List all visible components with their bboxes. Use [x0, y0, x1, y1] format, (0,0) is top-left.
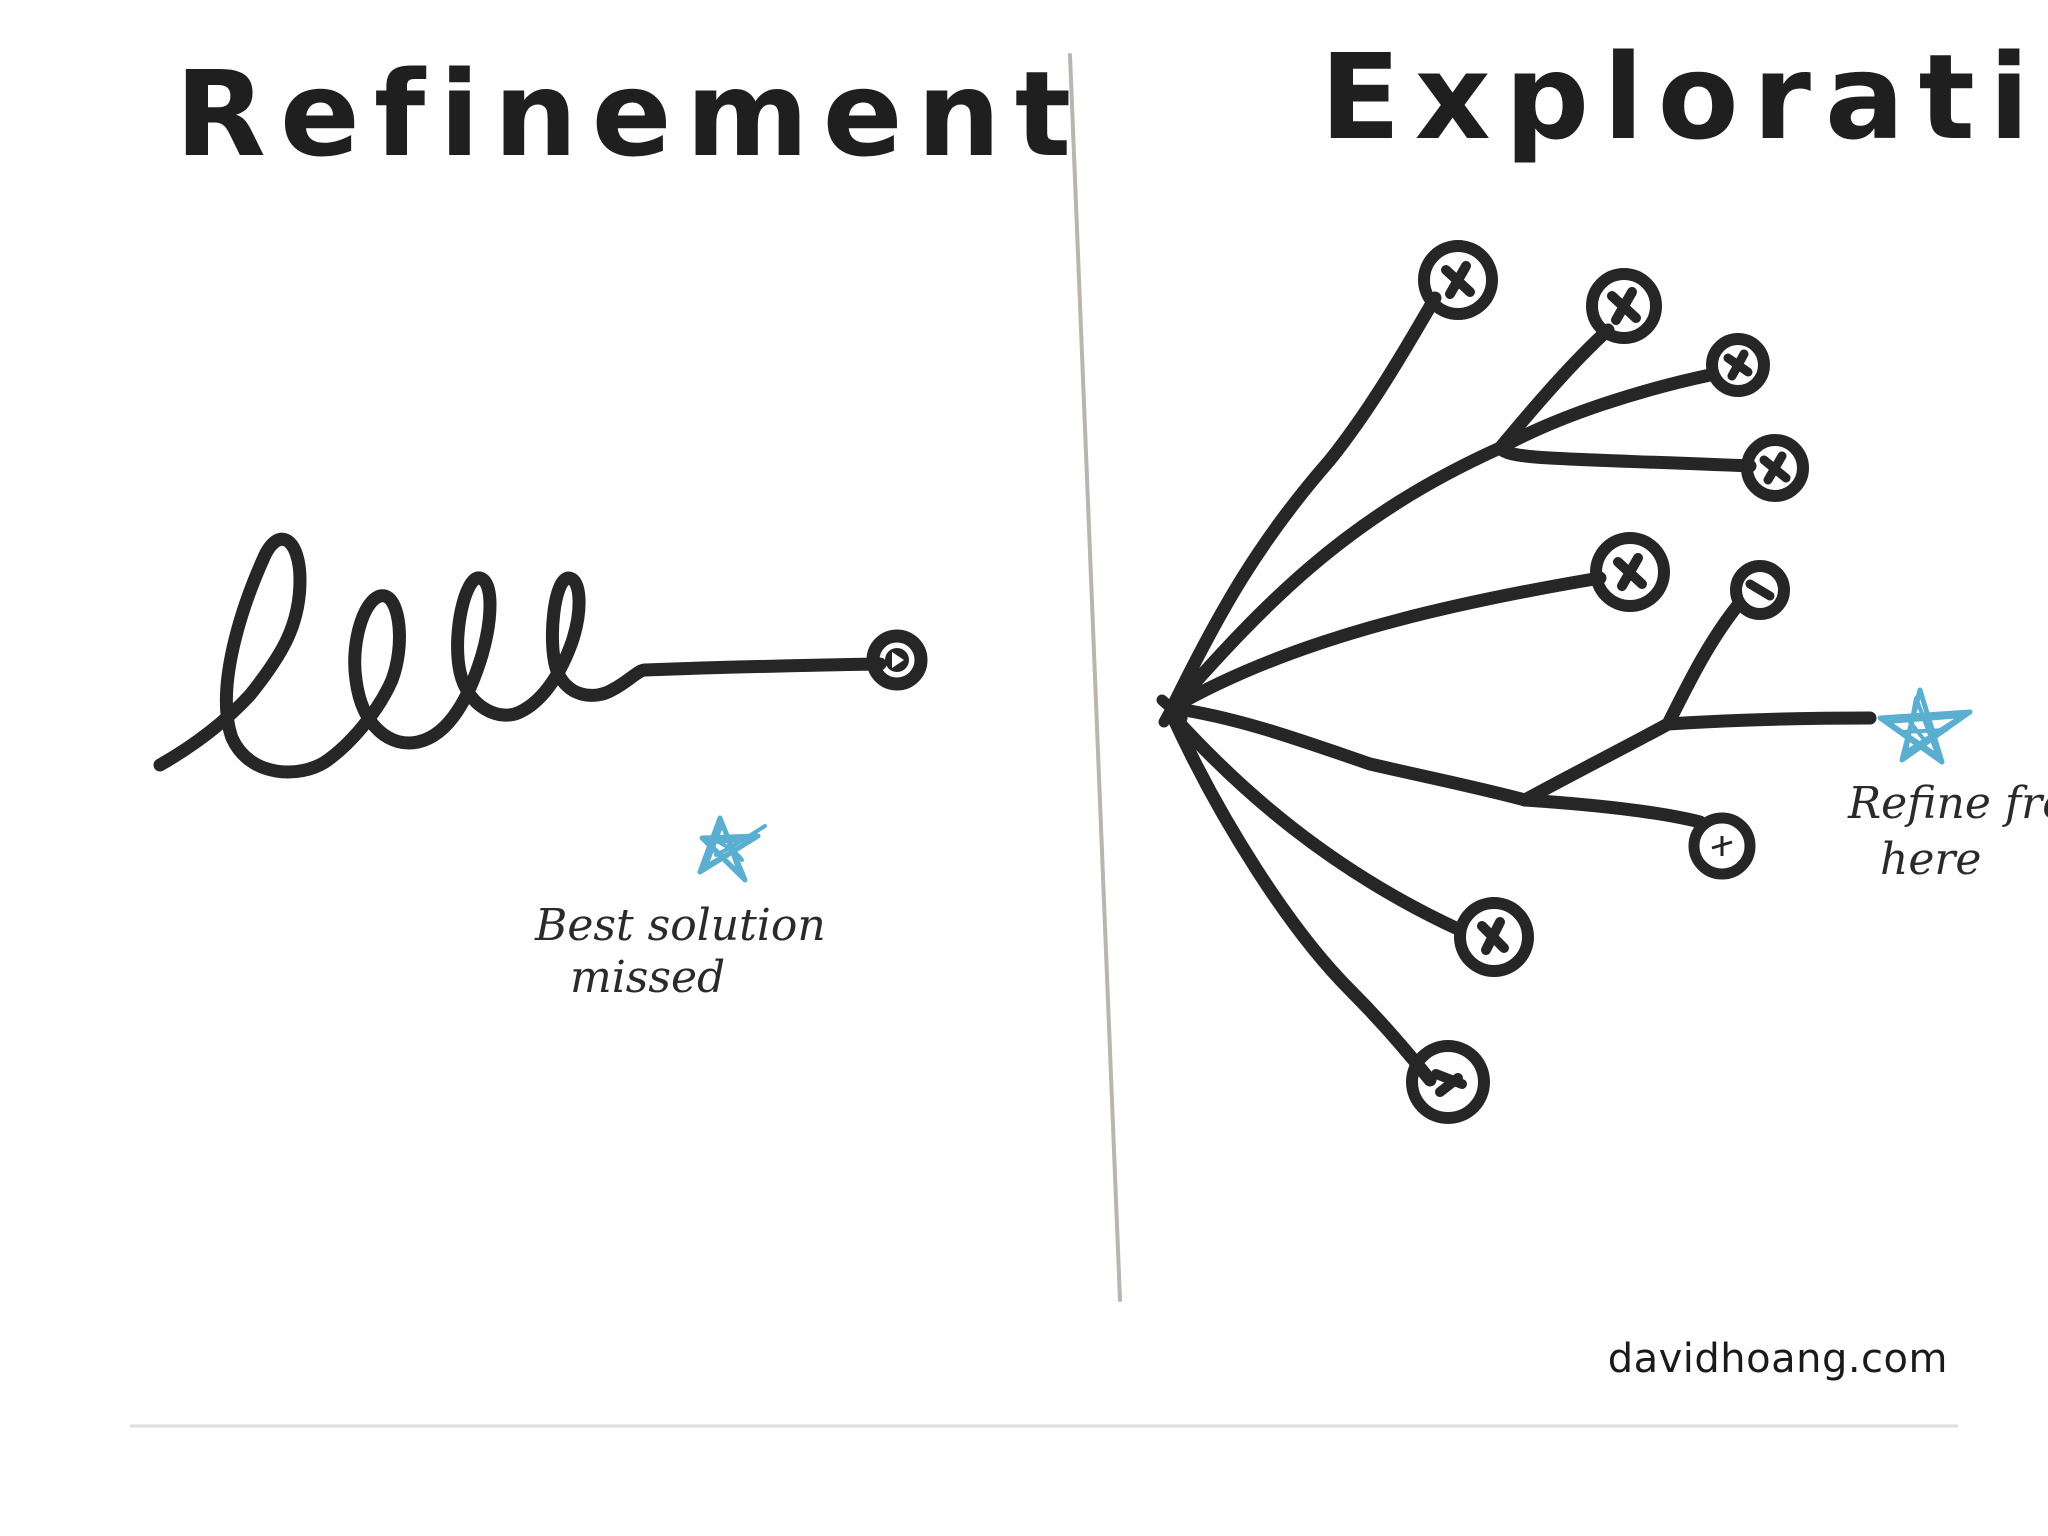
dead-end-node-icon — [1406, 1040, 1490, 1124]
refine-star-icon — [1877, 687, 1973, 765]
endpoint-node-icon — [866, 629, 928, 691]
missed-note-line-2: missed — [570, 952, 725, 1003]
site-credit: davidhoang.com — [1607, 1336, 1948, 1382]
refinement-tail — [638, 657, 887, 677]
dead-end-node-icon — [1586, 268, 1662, 344]
refinement-squiggle — [153, 532, 652, 779]
missed-note-line-1: Best solution — [534, 900, 826, 951]
refine-note-line-1: Refine from — [1847, 778, 2048, 829]
dead-end-node-icon — [1730, 560, 1790, 620]
dead-end-node-icon — [1418, 240, 1498, 320]
refinement-title: Refinement — [175, 45, 1085, 183]
dead-end-node-icon — [1741, 434, 1809, 502]
refine-note-line-2: here — [1880, 834, 1981, 885]
exploration-title: Exploration — [1320, 28, 2048, 166]
dead-end-node-icon — [1590, 532, 1670, 612]
exploration-branches — [1165, 291, 1877, 1087]
dead-end-node-icon — [1454, 897, 1534, 977]
missed-solution-star-icon — [697, 815, 767, 883]
panel-divider — [1068, 53, 1122, 1302]
dead-end-node-icon — [1706, 333, 1770, 397]
dead-end-node-icon — [1688, 812, 1756, 880]
